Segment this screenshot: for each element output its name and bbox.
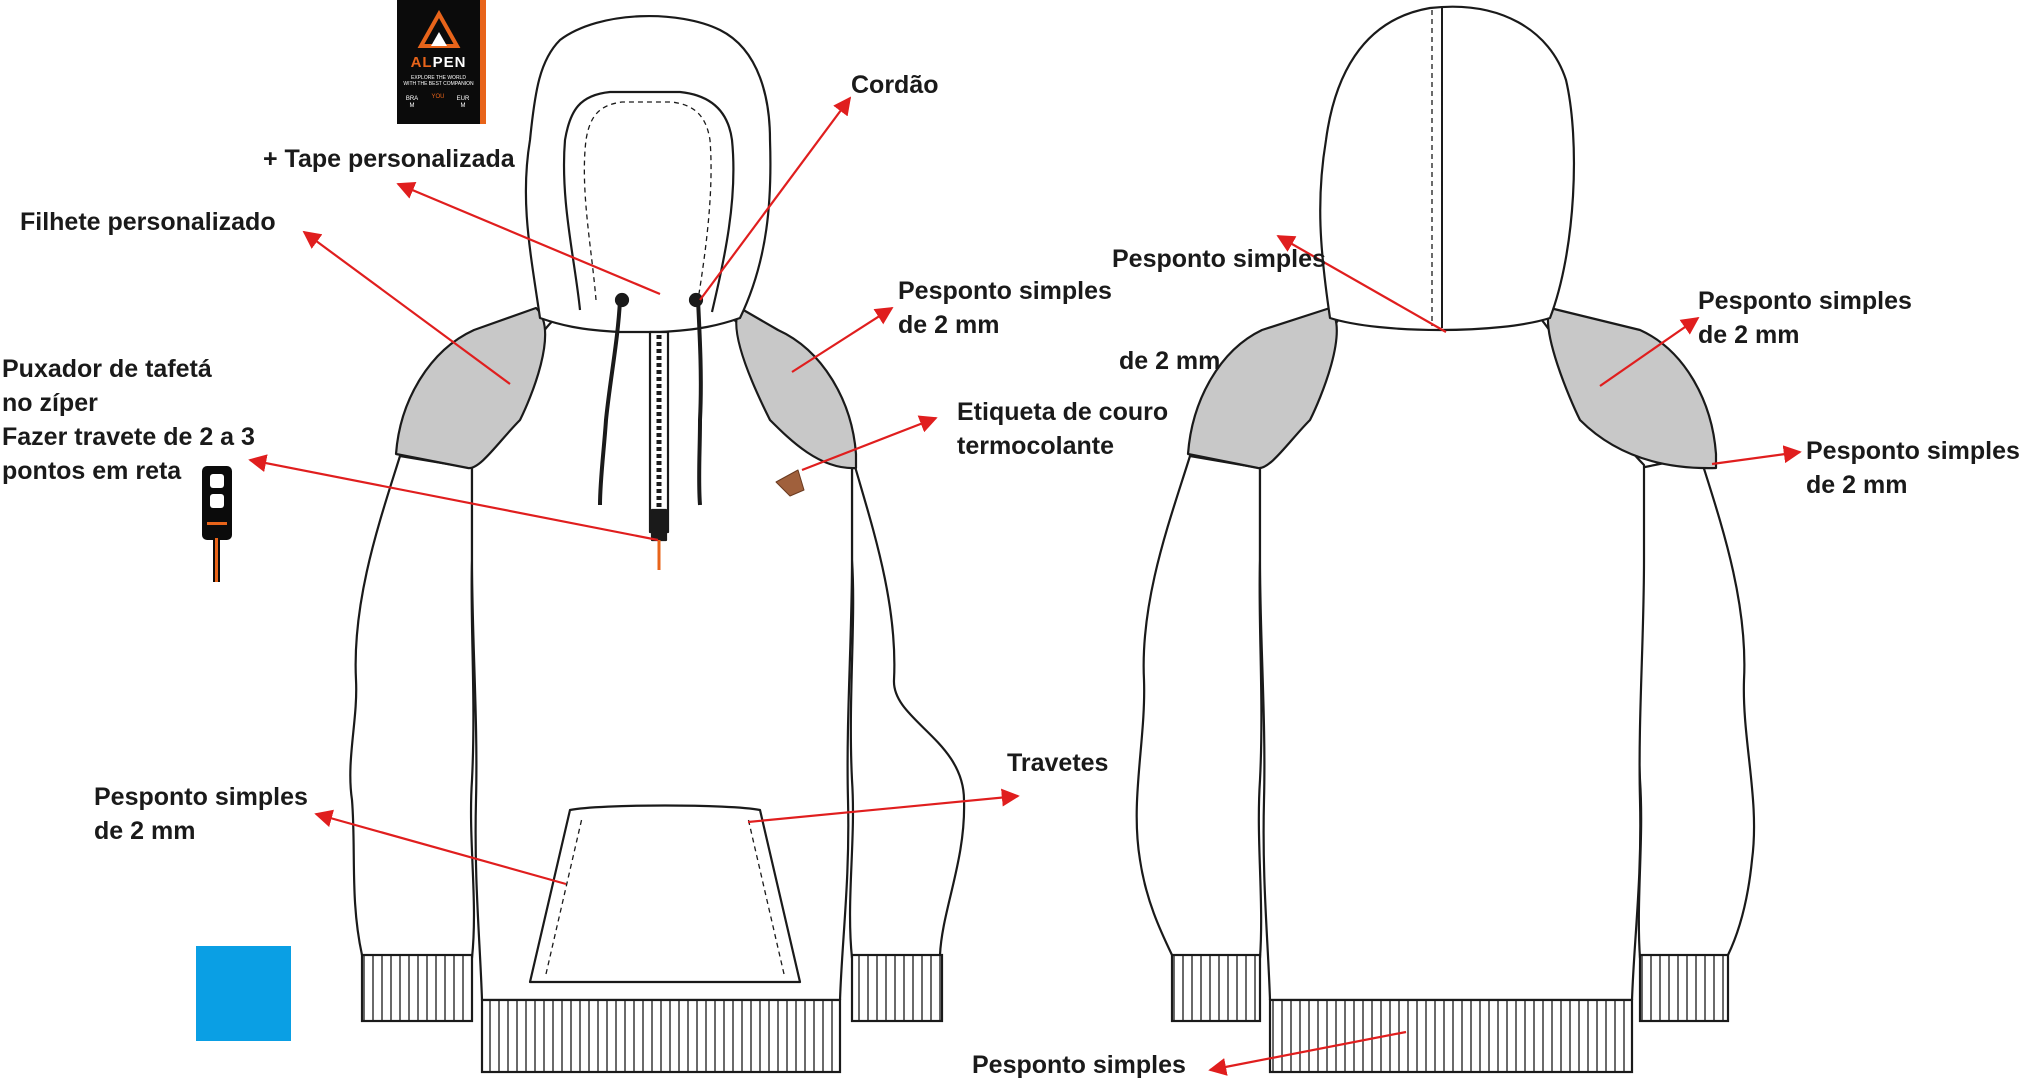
back-waist-rib	[1268, 998, 1634, 1074]
front-left-sleeve	[349, 454, 476, 960]
annotation-arrows	[248, 96, 1802, 1076]
back-left-sleeve	[1135, 454, 1263, 960]
front-left-cuff	[360, 953, 474, 1023]
hoodie-front-sketch	[349, 14, 966, 1002]
front-right-shoulder-panel	[735, 306, 858, 470]
brand-name: ALPEN	[410, 54, 467, 71]
color-swatch	[196, 946, 291, 1041]
arrow-pesponto-back-sleeve	[1711, 445, 1802, 466]
back-left-shoulder-panel	[1186, 306, 1338, 470]
label-pesponto-back-shoulder: Pesponto simples de 2 mm	[1698, 287, 1912, 349]
back-left-cuff	[1170, 953, 1262, 1023]
label-pesponto-back-sleeve: Pesponto simples de 2 mm	[1806, 437, 2020, 499]
front-kangaroo-pocket	[528, 804, 802, 984]
brand-mountain-icon	[417, 10, 461, 48]
label-pesponto-bottom: Pesponto simples	[972, 1051, 1186, 1079]
zipper-pull-icon	[202, 466, 232, 582]
hoodie-back-sketch	[1135, 5, 1756, 1002]
label-pesponto-back-hood: Pesponto simples de 2 mm	[1112, 245, 1326, 375]
arrow-pesponto-bottom	[1208, 1030, 1407, 1076]
front-right-cuff	[850, 953, 944, 1023]
label-cordao: Cordão	[851, 71, 939, 99]
label-pesponto-front-shoulder: Pesponto simples de 2 mm	[898, 277, 1112, 339]
back-hood	[1319, 5, 1576, 332]
arrow-travetes	[747, 788, 1020, 824]
front-leather-label	[775, 469, 805, 497]
front-drawcord-left	[598, 299, 622, 506]
front-zipper	[648, 330, 670, 534]
label-travetes: Travetes	[1007, 749, 1109, 777]
arrow-etiqueta	[801, 415, 938, 472]
arrow-cordao	[699, 96, 852, 301]
front-waist-rib	[480, 998, 842, 1074]
front-hood-opening	[562, 90, 735, 313]
back-right-cuff	[1638, 953, 1730, 1023]
arrow-filhete	[302, 230, 511, 385]
back-right-sleeve	[1637, 454, 1756, 960]
label-puxador: Puxador de tafetá no zíper Fazer travete…	[2, 355, 255, 485]
front-drawcord-right	[696, 299, 703, 506]
label-pesponto-front-pocket: Pesponto simples de 2 mm	[94, 783, 308, 845]
label-etiqueta: Etiqueta de couro termocolante	[957, 398, 1169, 460]
arrow-puxador	[248, 454, 659, 542]
front-left-shoulder-panel	[394, 306, 547, 470]
label-tape: + Tape personalizada	[263, 145, 515, 173]
arrow-pesponto-back-hood	[1276, 235, 1447, 333]
arrow-pesponto-front-shoulder	[791, 307, 894, 373]
arrow-pesponto-front-pocket	[314, 809, 567, 886]
back-right-shoulder-panel	[1546, 306, 1718, 470]
arrow-tape	[396, 181, 661, 296]
front-right-sleeve	[848, 454, 966, 960]
label-filhete: Filhete personalizado	[20, 208, 276, 236]
brand-size-center: YOU	[431, 94, 445, 100]
arrow-pesponto-back-shoulder	[1599, 316, 1700, 387]
